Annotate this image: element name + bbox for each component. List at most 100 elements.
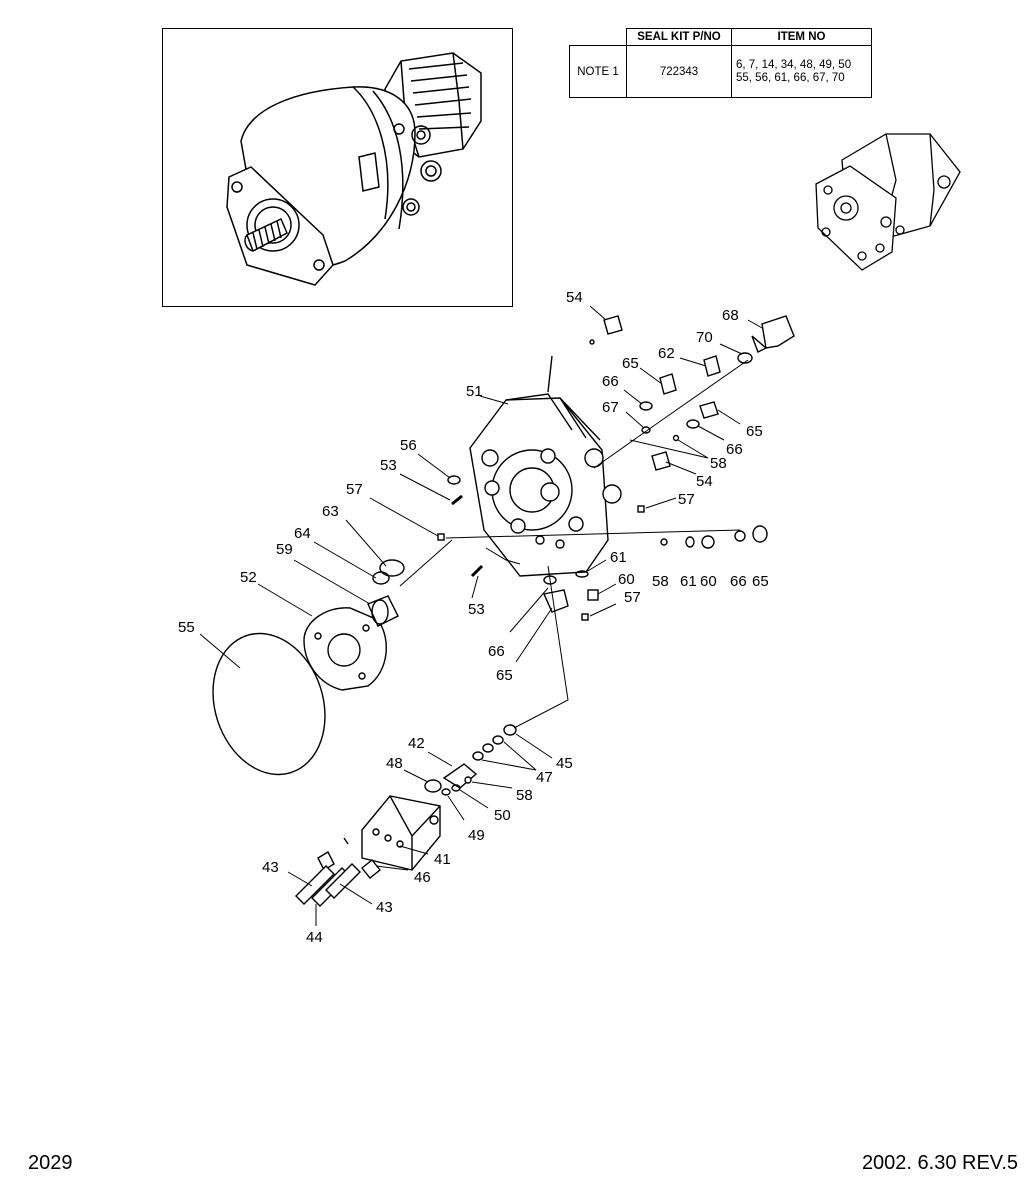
callout-label: 57 bbox=[678, 491, 695, 508]
part-54-plug-top bbox=[603, 315, 623, 335]
part-47-ring-a bbox=[472, 751, 484, 761]
part-53-pin-lower bbox=[470, 564, 484, 578]
callout-label: 66 bbox=[726, 441, 743, 458]
callout-label: 65 bbox=[746, 423, 763, 440]
part-70-oring bbox=[737, 352, 753, 364]
callout-label: 57 bbox=[346, 481, 363, 498]
part-43-pin-right bbox=[325, 863, 361, 899]
callout-label: 61 bbox=[610, 549, 627, 566]
callout-label: 50 bbox=[494, 807, 511, 824]
callout-label: 51 bbox=[466, 383, 483, 400]
kit-number-cell: 722343 bbox=[626, 45, 732, 98]
callout-label: 58 bbox=[710, 455, 727, 472]
orientation-view-illustration bbox=[815, 133, 961, 271]
callout-label: 48 bbox=[386, 755, 403, 772]
part-65-plug-lower bbox=[543, 589, 569, 613]
item-list-cell: 6, 7, 14, 34, 48, 49, 50 55, 56, 61, 66,… bbox=[731, 45, 872, 98]
callout-label: 60 bbox=[700, 573, 717, 590]
part-49-ring bbox=[441, 788, 451, 796]
part-66-oring-row bbox=[734, 530, 746, 542]
part-63-snap-ring bbox=[379, 559, 405, 577]
part-58-ball-lower bbox=[464, 776, 472, 784]
callout-labels: 54 68 70 62 65 66 51 67 65 66 58 54 56 5… bbox=[178, 289, 769, 946]
revision-date: 2002. 6.30 REV.5 bbox=[861, 1152, 1018, 1174]
part-53-pin-upper bbox=[451, 494, 463, 506]
part-57-plug-left bbox=[437, 533, 445, 541]
part-51-housing bbox=[469, 397, 609, 577]
callout-label: 52 bbox=[240, 569, 257, 586]
callout-label: 53 bbox=[380, 457, 397, 474]
callout-label: 62 bbox=[658, 345, 675, 362]
part-65-plug-right bbox=[699, 401, 719, 419]
part-59-bearing bbox=[367, 595, 399, 627]
part-67-oring bbox=[641, 426, 651, 434]
callout-label: 54 bbox=[566, 289, 583, 306]
callout-label: 60 bbox=[618, 571, 635, 588]
callout-label: 47 bbox=[536, 769, 553, 786]
seal-kit-table: SEAL KIT P/NO ITEM NO NOTE 1 722343 6, 7… bbox=[569, 28, 872, 98]
callout-label: 44 bbox=[306, 929, 323, 946]
item-no-header: ITEM NO bbox=[731, 28, 872, 46]
callout-label: 67 bbox=[602, 399, 619, 416]
assembled-pump-illustration bbox=[226, 52, 482, 286]
callout-label: 65 bbox=[622, 355, 639, 372]
part-55-oring bbox=[212, 632, 326, 776]
callout-label: 65 bbox=[496, 667, 513, 684]
callout-label: 66 bbox=[602, 373, 619, 390]
callout-label: 66 bbox=[488, 643, 505, 660]
part-48-oring bbox=[424, 779, 442, 793]
part-57-plug-lower bbox=[581, 613, 589, 621]
callout-label: 45 bbox=[556, 755, 573, 772]
callout-label: 41 bbox=[434, 851, 451, 868]
part-50-ring bbox=[451, 784, 461, 792]
callout-label: 54 bbox=[696, 473, 713, 490]
part-62-plug bbox=[703, 355, 721, 377]
page-number: 2029 bbox=[28, 1152, 73, 1174]
callout-label: 64 bbox=[294, 525, 311, 542]
part-58-ball bbox=[672, 434, 680, 442]
callout-label: 68 bbox=[722, 307, 739, 324]
callout-label: 61 bbox=[680, 573, 697, 590]
part-43-pin-left bbox=[295, 865, 335, 905]
assembly-inset-frame bbox=[162, 28, 513, 307]
part-46-plug bbox=[361, 859, 381, 879]
part-56-oring bbox=[447, 475, 461, 485]
callout-label: 66 bbox=[730, 573, 747, 590]
note-cell: NOTE 1 bbox=[569, 45, 627, 98]
part-58-ball-row bbox=[660, 538, 668, 546]
leader-lines bbox=[199, 305, 763, 926]
callout-label: 57 bbox=[624, 589, 641, 606]
callout-label: 58 bbox=[516, 787, 533, 804]
callout-label: 63 bbox=[322, 503, 339, 520]
callout-label: 55 bbox=[178, 619, 195, 636]
part-47-ring-c bbox=[492, 735, 504, 745]
callout-label: 70 bbox=[696, 329, 713, 346]
part-43-cap bbox=[317, 851, 335, 871]
part-68-relief-valve bbox=[761, 315, 795, 349]
part-45-ring bbox=[503, 724, 517, 736]
part-61-oring-lower bbox=[575, 570, 589, 578]
part-66-oring-lower bbox=[543, 575, 557, 585]
part-47-ring-b bbox=[482, 743, 494, 753]
part-60-plug-lower bbox=[587, 589, 599, 601]
callout-label: 49 bbox=[468, 827, 485, 844]
callout-label: 65 bbox=[752, 573, 769, 590]
part-61-oring-row bbox=[685, 536, 695, 548]
part-66-oring-upper bbox=[639, 401, 653, 411]
item-list-line-1: 6, 7, 14, 34, 48, 49, 50 bbox=[736, 58, 852, 71]
callout-label: 42 bbox=[408, 735, 425, 752]
part-66-oring-right bbox=[686, 419, 700, 429]
callout-label: 43 bbox=[262, 859, 279, 876]
part-42-spool bbox=[442, 763, 478, 789]
part-60-plug-row bbox=[701, 535, 715, 549]
part-54-plug-right bbox=[651, 451, 671, 471]
item-list-line-2: 55, 56, 61, 66, 67, 70 bbox=[736, 71, 845, 84]
callout-label: 56 bbox=[400, 437, 417, 454]
part-65-plug-row bbox=[752, 525, 768, 543]
exploded-parts-drawing bbox=[212, 315, 795, 907]
callout-label: 59 bbox=[276, 541, 293, 558]
part-65-plug-upper bbox=[659, 373, 677, 395]
callout-label: 53 bbox=[468, 601, 485, 618]
